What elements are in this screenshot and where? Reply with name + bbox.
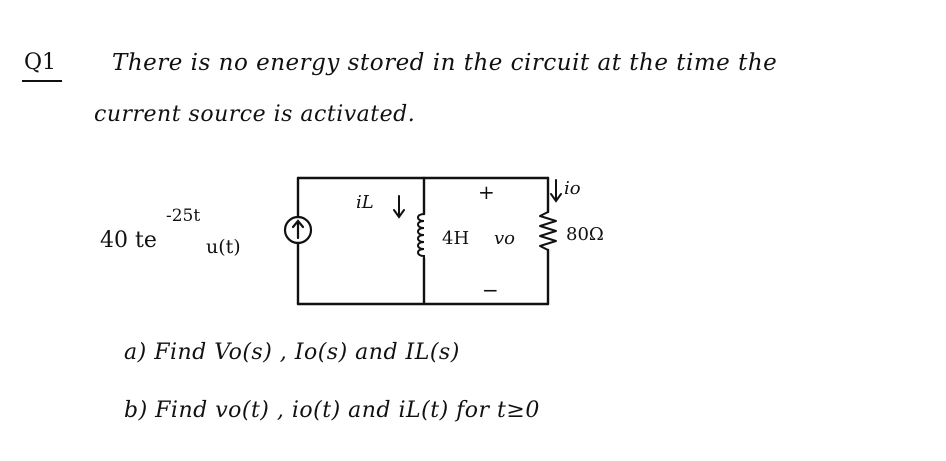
question-label: Q1 (24, 50, 57, 75)
voltage-label: vo (494, 228, 516, 249)
current-source-icon (283, 215, 313, 245)
resistor-current-label: io (564, 178, 581, 199)
question-text-line-2: current source is activated. (94, 102, 416, 127)
source-coefficient: 40 te (100, 228, 157, 253)
question-text-line-1: There is no energy stored in the circuit… (112, 50, 778, 76)
question-label-underline (22, 80, 62, 82)
question-part-a: a) Find Vo(s) , Io(s) and IL(s) (124, 340, 460, 365)
inductor-value: 4H (442, 228, 470, 249)
question-part-b: b) Find vo(t) , io(t) and iL(t) for t≥0 (124, 398, 540, 423)
resistor-value: 80Ω (566, 224, 604, 245)
source-step-function: u(t) (206, 236, 241, 258)
arrow-down-icon (550, 179, 562, 203)
voltage-plus-sign: + (478, 180, 495, 204)
voltage-minus-sign: − (482, 278, 499, 302)
inductor-current-label: iL (356, 192, 374, 213)
inductor-icon (417, 213, 425, 259)
source-exponent: -25t (166, 206, 201, 226)
arrow-down-icon (393, 195, 405, 219)
resistor-icon (539, 211, 557, 251)
